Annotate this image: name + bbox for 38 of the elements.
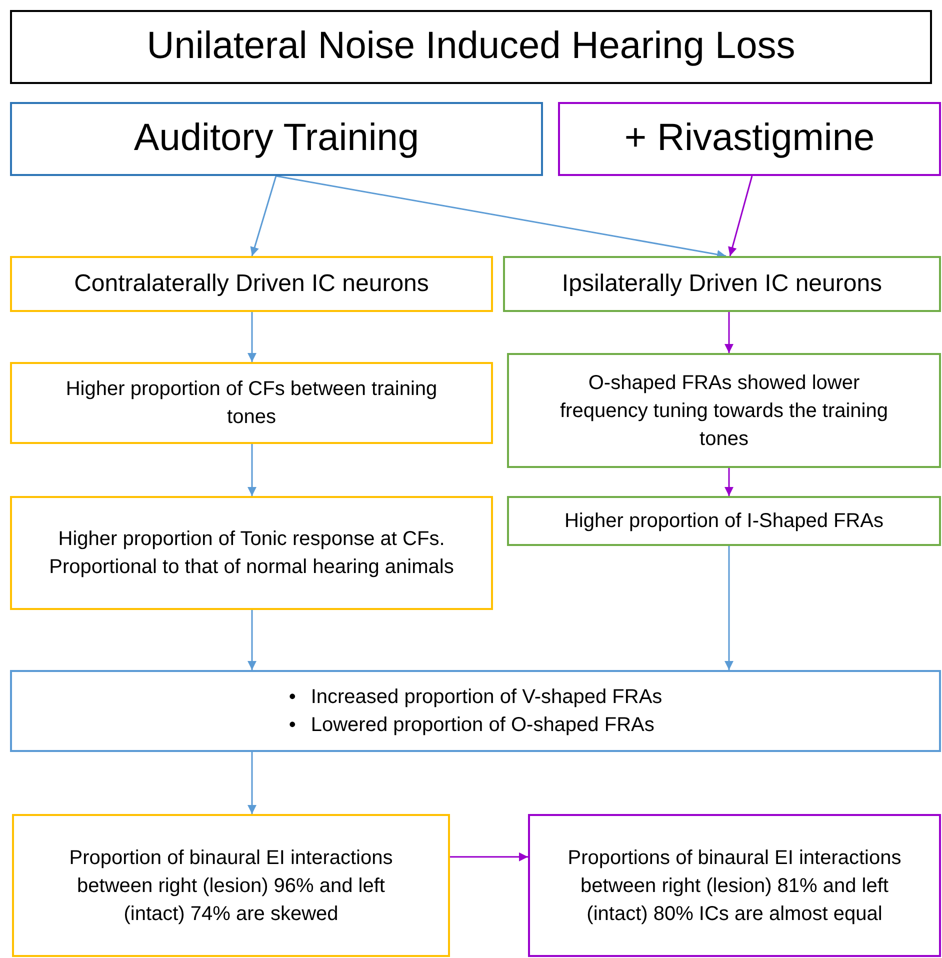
process-box [558, 102, 941, 176]
box-text: Proportion of binaural EI interactions between right (lesion) 96% and left (intact) 74% are skewed [68, 846, 394, 926]
process-box [10, 496, 493, 610]
box-text: Unilateral Noise Induced Hearing Loss [146, 24, 796, 70]
box-text: Contralaterally Driven IC neurons [74, 269, 429, 300]
box-text: Higher proportion of Tonic response at CFs. Proportional to that of normal hearing animals [48, 527, 455, 580]
box-text: Ipsilaterally Driven IC neurons [562, 269, 882, 300]
arrow [250, 176, 277, 256]
arrow [724, 312, 734, 353]
process-box [10, 102, 543, 176]
arrow [276, 175, 726, 259]
box-text: Proportions of binaural EI interactions between right (lesion) 81% and left (intact) 80% ICs are almost equal [566, 846, 902, 926]
arrow [248, 752, 256, 814]
box-text: Auditory Training [134, 116, 420, 162]
arrow [450, 852, 528, 862]
bullet-mark: • [288, 713, 297, 738]
process-box [12, 814, 450, 957]
bullet-text: Lowered proportion of O-shaped FRAs [310, 713, 654, 738]
arrow [724, 546, 734, 670]
box-text: Higher proportion of I-Shaped FRAs [564, 509, 884, 534]
arrow [248, 312, 256, 362]
process-box [10, 670, 941, 752]
title-box [10, 10, 932, 84]
process-box [507, 496, 941, 546]
box-text: Higher proportion of CFs between training tones [64, 377, 438, 430]
box-text: + Rivastigmine [624, 116, 875, 162]
box-text: O-shaped FRAs showed lower frequency tuning towards the training tones [559, 370, 889, 452]
arrow [248, 610, 256, 670]
bullet-mark: • [288, 685, 297, 710]
process-box [507, 353, 941, 468]
arrow [248, 444, 256, 496]
process-box [10, 362, 493, 444]
arrow [724, 468, 734, 496]
process-box [503, 256, 941, 312]
process-box [528, 814, 941, 957]
process-box [10, 256, 493, 312]
bullet-text: Increased proportion of V-shaped FRAs [310, 685, 662, 710]
arrow [728, 176, 753, 256]
